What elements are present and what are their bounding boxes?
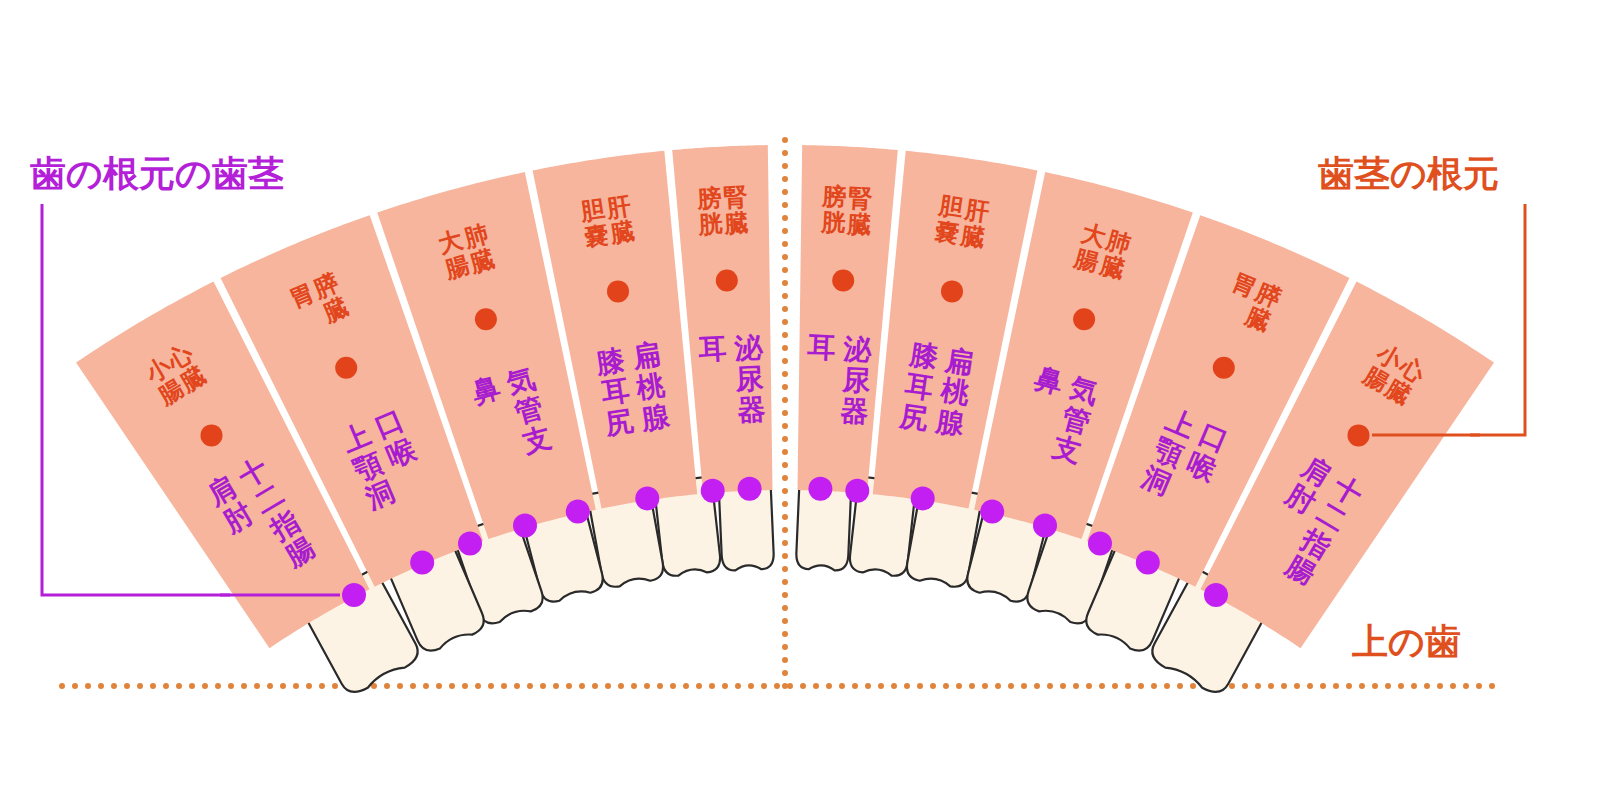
jaw-label: 上の歯 [1352, 618, 1461, 667]
gum-root-dot [607, 280, 629, 302]
gum-root-dot [1073, 308, 1095, 330]
leader-line [1470, 204, 1525, 435]
body-part-label: 泌尿器 [734, 333, 767, 427]
gum-root-dot [1213, 357, 1235, 379]
gum-root-dot [941, 280, 963, 302]
body-zone-wedge: 腎臓膀胱泌尿器耳 [656, 129, 789, 510]
tooth-gum-dot [566, 500, 590, 524]
organ-label-group: 腎臓膀胱 [697, 183, 750, 238]
body-part-label: 鼻 [469, 372, 504, 409]
tooth-gum-dot [635, 486, 659, 510]
tooth-gum-dot [1033, 514, 1057, 538]
gum-root-dot [1348, 424, 1370, 446]
body-part-label-group: 扁桃腺膝耳尻 [594, 340, 671, 441]
organ-label: 腎臓 [723, 183, 750, 237]
wedge-shape [1201, 282, 1495, 649]
wedge-shape [533, 151, 698, 509]
wedge-outline [1184, 265, 1511, 665]
body-part-label-group: 泌尿器耳 [698, 333, 767, 429]
body-zone-wedge: 心臓小腸十二指腸肩肘 [1184, 265, 1511, 665]
tooth-gum-dot [1204, 583, 1228, 607]
callout-label: 歯の根元の歯茎 [30, 150, 284, 199]
wedge-shape [672, 145, 772, 494]
organ-label-group: 腎臓膀胱 [820, 183, 873, 238]
organ-label-group: 肝臓胆嚢 [579, 192, 636, 252]
center-dotted-line [782, 140, 788, 690]
organ-label: 腎臓 [846, 184, 873, 238]
tooth-gum-dot [513, 514, 537, 538]
leader-line [1372, 434, 1480, 437]
tooth-gum-dot [458, 532, 482, 556]
gum-root-dot [832, 270, 854, 292]
gum-root-dot [335, 357, 357, 379]
leader-line [220, 594, 340, 597]
callout-label: 歯茎の根元 [1318, 150, 1499, 199]
gum-root-dot [475, 308, 497, 330]
tooth-gum-dot [808, 477, 832, 501]
tooth-gum-dot [1088, 532, 1112, 556]
body-part-label: 耳 [698, 334, 728, 366]
wedge-outline [656, 129, 789, 510]
gum-root-dot [201, 424, 223, 446]
tooth-gum-dot [738, 477, 762, 501]
tooth-gum-dot [911, 486, 935, 510]
tooth-gum-dot [1136, 551, 1160, 575]
tooth-gum-dot [845, 479, 869, 503]
jaw-dotted-line [62, 683, 1495, 689]
organ-label: 膀胱 [820, 183, 847, 237]
tooth-gum-dot [701, 479, 725, 503]
organ-label-group: 肝臓胆嚢 [934, 192, 991, 252]
tooth-gum-dot [342, 583, 366, 607]
body-part-label-group: 泌尿器耳 [804, 333, 873, 429]
gum-root-dot [716, 270, 738, 292]
body-part-label: 耳 [807, 333, 837, 365]
organ-label: 膀胱 [697, 184, 724, 238]
tooth-gum-dot [980, 500, 1004, 524]
body-part-label: 泌尿器 [840, 334, 873, 428]
tooth-gum-dot [410, 551, 434, 575]
